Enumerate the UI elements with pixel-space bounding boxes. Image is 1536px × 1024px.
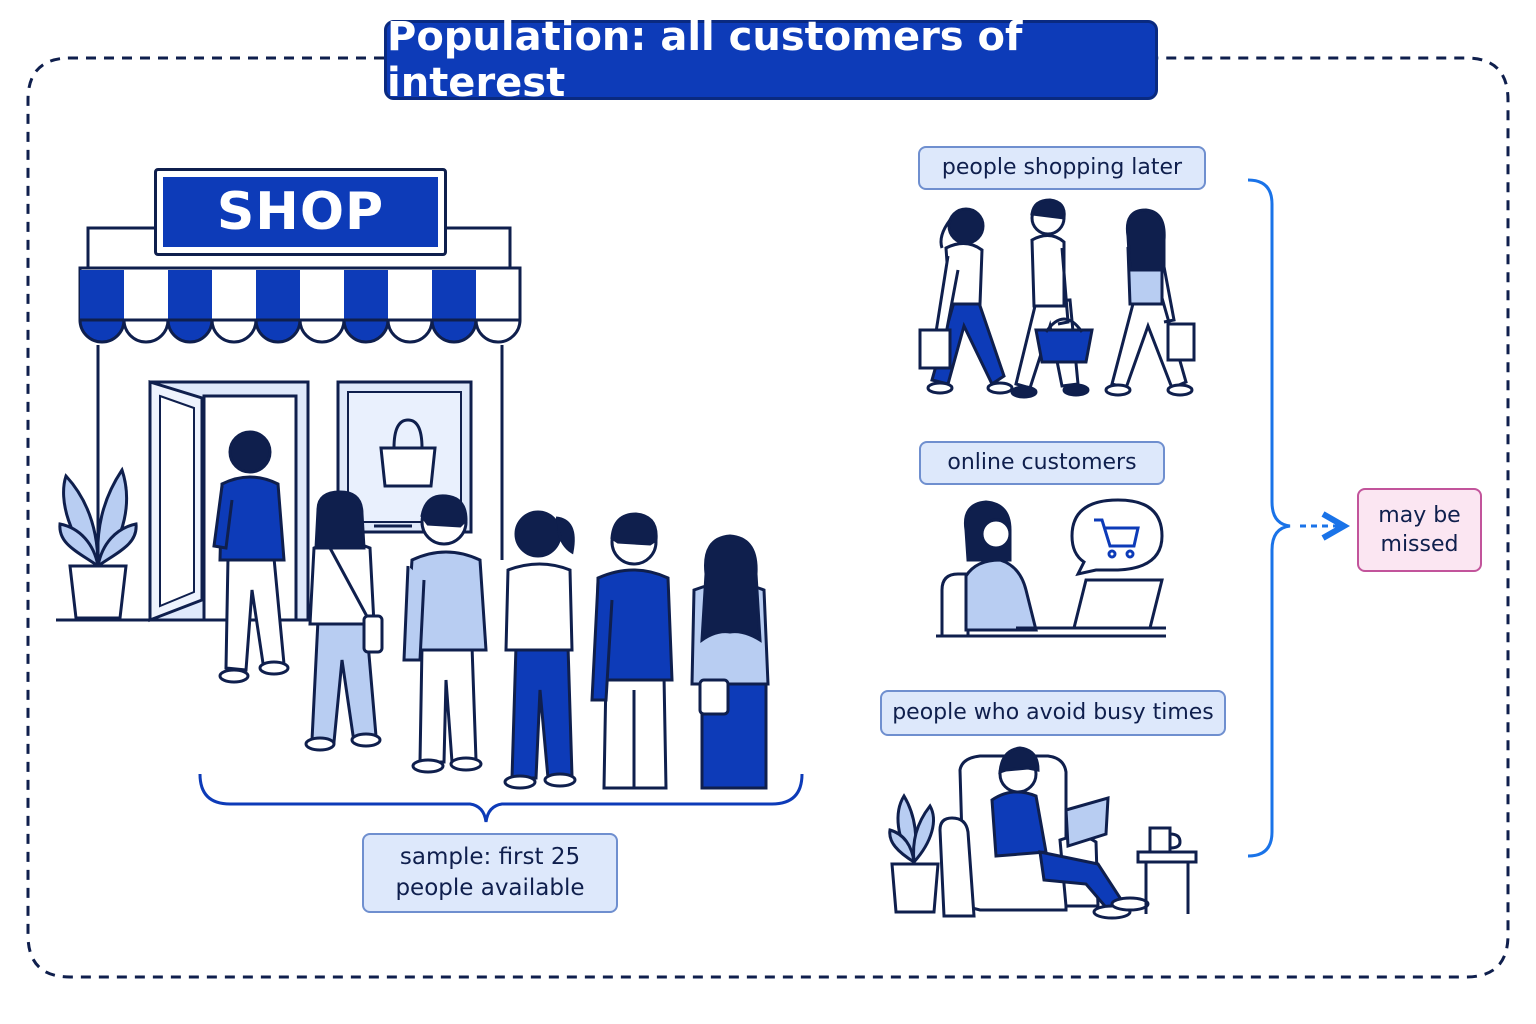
plant-icon	[58, 466, 138, 620]
label-avoid-busy-times: people who avoid busy times	[880, 690, 1226, 736]
plant-icon-2	[888, 793, 940, 914]
awning-stripes	[80, 270, 476, 320]
groups-bracket	[1247, 178, 1291, 858]
shop-sign-text: SHOP	[163, 177, 438, 247]
queue-person-6	[690, 534, 770, 790]
sample-label-line1: sample: first 25	[399, 844, 581, 870]
shop-sign: SHOP	[154, 168, 447, 256]
queue-person-4	[503, 510, 577, 790]
missed-line2: missed	[1380, 532, 1459, 557]
awning-scallops	[78, 318, 522, 344]
walker-2	[1010, 198, 1094, 399]
queue-person-3	[402, 494, 488, 774]
shop-building	[56, 226, 522, 623]
population-boundary	[26, 56, 1510, 979]
reading-person	[938, 746, 1150, 920]
may-be-missed-label: may be missed	[1357, 488, 1482, 572]
queue-person-1	[212, 430, 290, 684]
label-people-shopping-later: people shopping later	[918, 146, 1206, 190]
walker-3	[1104, 208, 1196, 397]
cart-icon	[1094, 518, 1140, 559]
label-online-customers: online customers	[919, 441, 1165, 485]
sample-label-line2: people available	[395, 875, 585, 901]
queue-person-5	[590, 512, 674, 790]
walker-1	[918, 207, 1014, 395]
sample-label: sample: first 25 people available	[362, 833, 618, 913]
sample-bracket	[198, 773, 804, 823]
population-title: Population: all customers of interest	[384, 14, 1158, 106]
queue-person-2	[304, 490, 384, 752]
missed-line1: may be	[1378, 503, 1461, 528]
speech-bubble	[1070, 498, 1164, 577]
side-table	[1136, 826, 1198, 914]
online-shopper	[936, 500, 1166, 638]
